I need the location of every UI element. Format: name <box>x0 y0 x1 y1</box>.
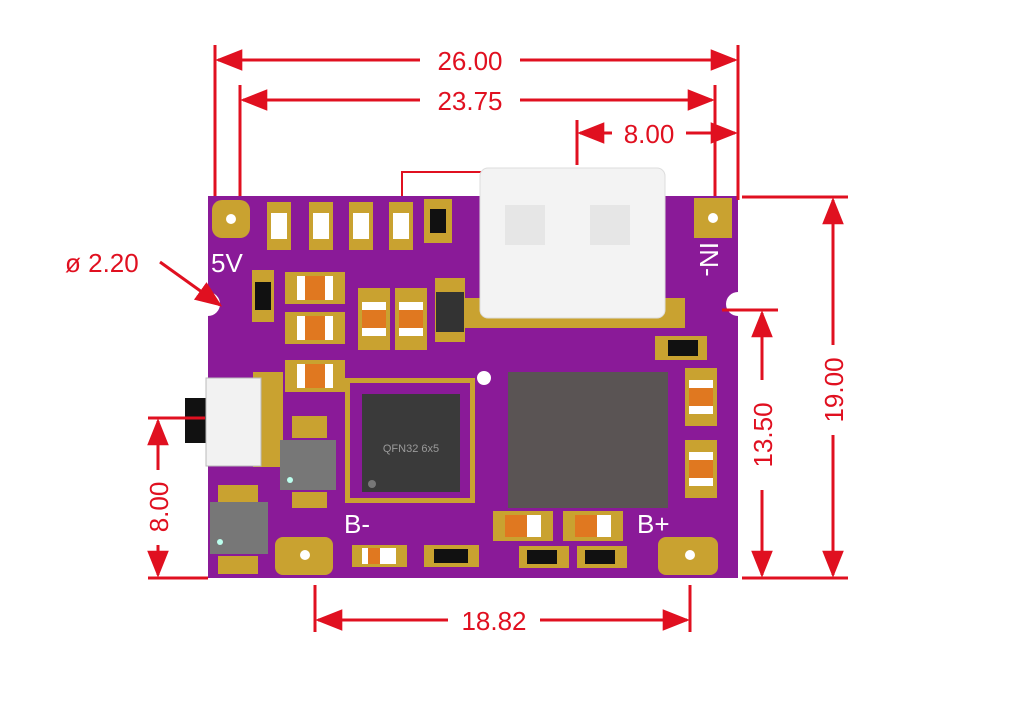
ic-label: QFN32 6x5 <box>383 443 439 455</box>
slide-switch <box>185 372 283 467</box>
dim-hole-spacing-width: 23.75 <box>437 86 502 116</box>
dim-battery-pad-spacing: 18.82 <box>461 606 526 636</box>
capacitors <box>285 272 717 567</box>
silk-b-minus: B- <box>344 509 370 539</box>
silk-5v: 5V <box>211 248 243 278</box>
dim-notch-height: 13.50 <box>748 402 778 467</box>
dim-switch-height: 8.00 <box>144 482 174 533</box>
dim-usb-offset: 8.00 <box>624 119 675 149</box>
resistors <box>252 270 707 568</box>
dimension-lines <box>147 45 848 632</box>
inductor <box>508 372 668 508</box>
pad-b-minus <box>275 537 333 575</box>
mosfet-2 <box>210 485 268 574</box>
dim-overall-width: 26.00 <box>437 46 502 76</box>
mosfet-1 <box>280 416 336 508</box>
qfn-ic: QFN32 6x5 <box>345 378 475 503</box>
diode <box>435 278 465 342</box>
mounting-via <box>477 371 491 385</box>
dim-hole-diameter: ø 2.20 <box>65 248 139 278</box>
pad-5v <box>212 200 250 238</box>
led-row <box>267 199 452 250</box>
pcb-board: QFN32 6x5 5V B- B+ IN- <box>185 167 738 578</box>
usb-outline <box>401 171 483 198</box>
pad-b-plus <box>658 537 718 575</box>
pad-in-minus <box>694 198 732 238</box>
dim-overall-height: 19.00 <box>819 357 849 422</box>
silk-in-minus: IN- <box>694 242 724 277</box>
usb-c-connector <box>460 167 685 328</box>
silk-b-plus: B+ <box>637 509 670 539</box>
